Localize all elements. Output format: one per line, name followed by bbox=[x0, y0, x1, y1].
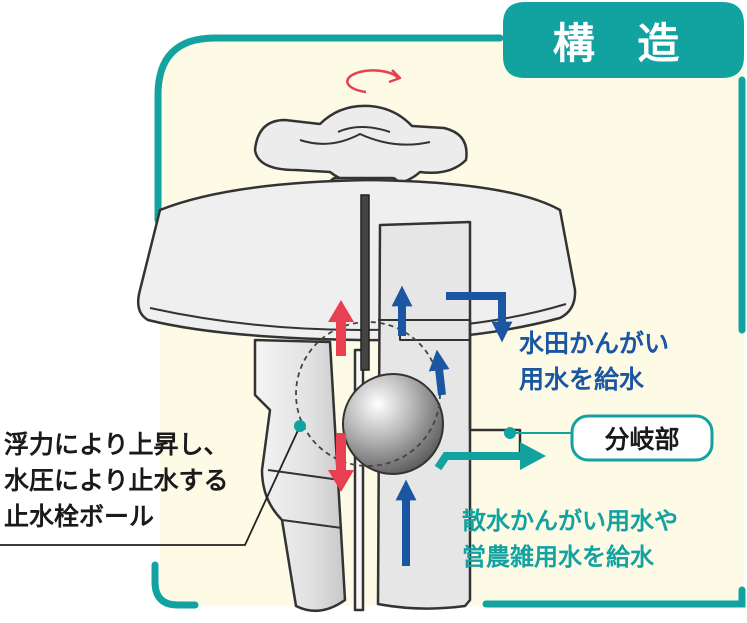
sprinkle-label-line1: 散水かんがい用水や bbox=[462, 504, 678, 538]
ball-label-line2: 水圧により止水する bbox=[4, 464, 229, 497]
ball-leader-point bbox=[294, 420, 306, 432]
branch-point bbox=[504, 427, 516, 439]
sprinkle-label-line2: 営農雑用水を給水 bbox=[462, 540, 654, 574]
stop-ball bbox=[343, 374, 443, 474]
page-title: 構 造 bbox=[503, 2, 743, 78]
paddy-supply-label-line2: 用水を給水 bbox=[519, 363, 644, 396]
ball-label-line1: 浮力により上昇し、 bbox=[4, 428, 229, 461]
valve-stem bbox=[361, 195, 369, 370]
flow-arrow-up-middle bbox=[438, 360, 442, 395]
cap-dome bbox=[138, 180, 575, 340]
branch-label: 分岐部 bbox=[572, 416, 712, 460]
paddy-supply-label-line1: 水田かんがい bbox=[519, 327, 669, 360]
ball-label-line3: 止水栓ボール bbox=[4, 500, 154, 533]
